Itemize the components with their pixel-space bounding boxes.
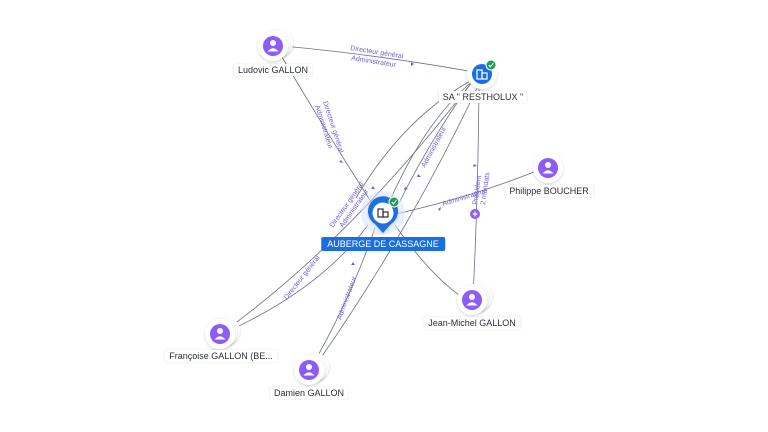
node-label-auberge[interactable]: AUBERGE DE CASSAGNE (321, 237, 445, 251)
arrow-head (438, 207, 441, 211)
arrow-head (339, 160, 343, 163)
node-damien[interactable] (294, 353, 329, 385)
edge-label-restholux-jeanmichel-president: Président (472, 175, 483, 205)
edge-label-restholux-jeanmichel-mandats: 2 mandats (480, 171, 492, 205)
node-label-jeanmichel[interactable]: Jean-Michel GALLON (424, 317, 520, 329)
edge-arrows (339, 62, 477, 265)
edge-ludovic-restholux (282, 45, 481, 74)
node-philippe[interactable] (533, 153, 563, 183)
node-francoise[interactable] (205, 317, 240, 349)
arrow-head (417, 174, 421, 177)
node-jeanmichel[interactable] (457, 283, 492, 315)
person-icon (299, 360, 319, 380)
verified-icon (485, 59, 497, 71)
person-icon (462, 290, 482, 310)
person-icon (538, 158, 558, 178)
edge-label-restholux-auberge-admin: Administrateur (421, 125, 449, 169)
arrow-head (404, 187, 408, 190)
person-icon (263, 36, 283, 56)
verified-icon (388, 196, 400, 208)
edge-philippe-auberge (395, 166, 547, 215)
edge-label-damien-auberge-admin: Administrateur (336, 275, 358, 320)
node-label-ludovic[interactable]: Ludovic GALLON (233, 64, 313, 76)
arrow-head (411, 62, 414, 66)
expand-mandats-button[interactable] (470, 209, 480, 219)
building-icon (472, 64, 492, 84)
edge-jeanmichel-auberge (394, 224, 464, 299)
node-ludovic[interactable] (258, 29, 293, 61)
node-label-francoise[interactable]: Françoise GALLON (BE... (165, 350, 277, 362)
node-label-restholux[interactable]: SA " RESTHOLUX " (438, 91, 528, 103)
edge-restholux-auberge-a (355, 77, 477, 199)
building-icon (377, 208, 389, 218)
arrow-head (351, 262, 355, 265)
edge-restholux-auberge-b (387, 79, 475, 206)
arrow-head (473, 164, 477, 167)
person-icon (210, 324, 230, 344)
node-label-damien[interactable]: Damien GALLON (269, 387, 349, 399)
arrow-head (371, 186, 375, 189)
edge-restholux-jeanmichel (472, 85, 480, 297)
edge-francoise-restholux (225, 81, 473, 331)
node-auberge[interactable] (361, 191, 405, 235)
node-label-philippe[interactable]: Philippe BOUCHER (505, 185, 593, 197)
edge-damien-restholux (317, 85, 479, 363)
node-restholux[interactable] (467, 59, 497, 89)
edges (221, 45, 547, 367)
